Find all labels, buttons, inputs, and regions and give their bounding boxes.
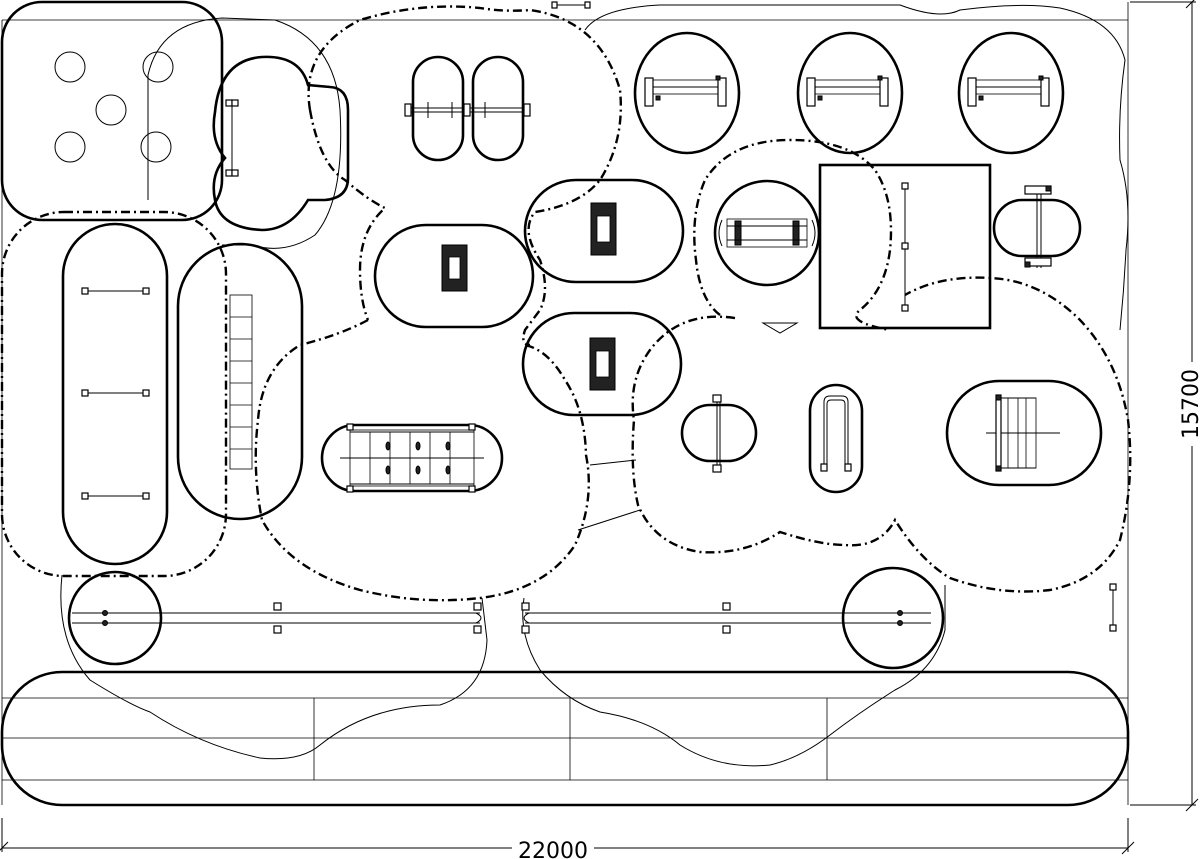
tall-pill-bars (61, 222, 169, 566)
left-dashed-zone (0, 210, 228, 578)
center-dashed-zone (254, 318, 590, 602)
width-dimension-label: 22000 (518, 839, 588, 859)
small-bar-right (1109, 583, 1117, 632)
trampoline-pill-left (373, 223, 535, 329)
dimension-width: 22000 (0, 818, 1135, 859)
bench-circle-center (713, 179, 821, 287)
trampoline-pill-top (523, 178, 685, 284)
double-oval-equipment (404, 55, 531, 162)
bench-oval-right (992, 185, 1082, 268)
swing-pill (945, 379, 1103, 487)
bench-circle-1 (633, 31, 741, 155)
dashed-safety-zone-top (307, 5, 622, 347)
u-bar-oval (808, 383, 864, 494)
site-boundary (1, 2, 1129, 805)
stepping-stones-zone (0, 0, 224, 222)
climbing-frame-oval (320, 423, 504, 493)
balance-beam-left (67, 570, 482, 666)
height-dimension-label: 15700 (1179, 369, 1200, 439)
dimension-height: 15700 (1130, 0, 1200, 812)
spring-oval (680, 394, 758, 473)
right-dashed-zone-bottom (631, 276, 1132, 593)
hang-bar-zone (212, 55, 350, 232)
right-dashed-zone-top (693, 138, 893, 332)
safety-area-outlines (60, 4, 1129, 767)
bench-circle-3 (957, 31, 1065, 155)
triangle-marker (761, 322, 799, 334)
balance-beam-right (521, 566, 945, 670)
ladder-pill (176, 242, 304, 521)
rect-zone-vertical-bar (818, 163, 992, 330)
bench-circle-2 (796, 31, 904, 155)
small-bar-top (551, 1, 591, 9)
running-track (0, 670, 1130, 807)
trampoline-pill-bottom (521, 311, 683, 417)
